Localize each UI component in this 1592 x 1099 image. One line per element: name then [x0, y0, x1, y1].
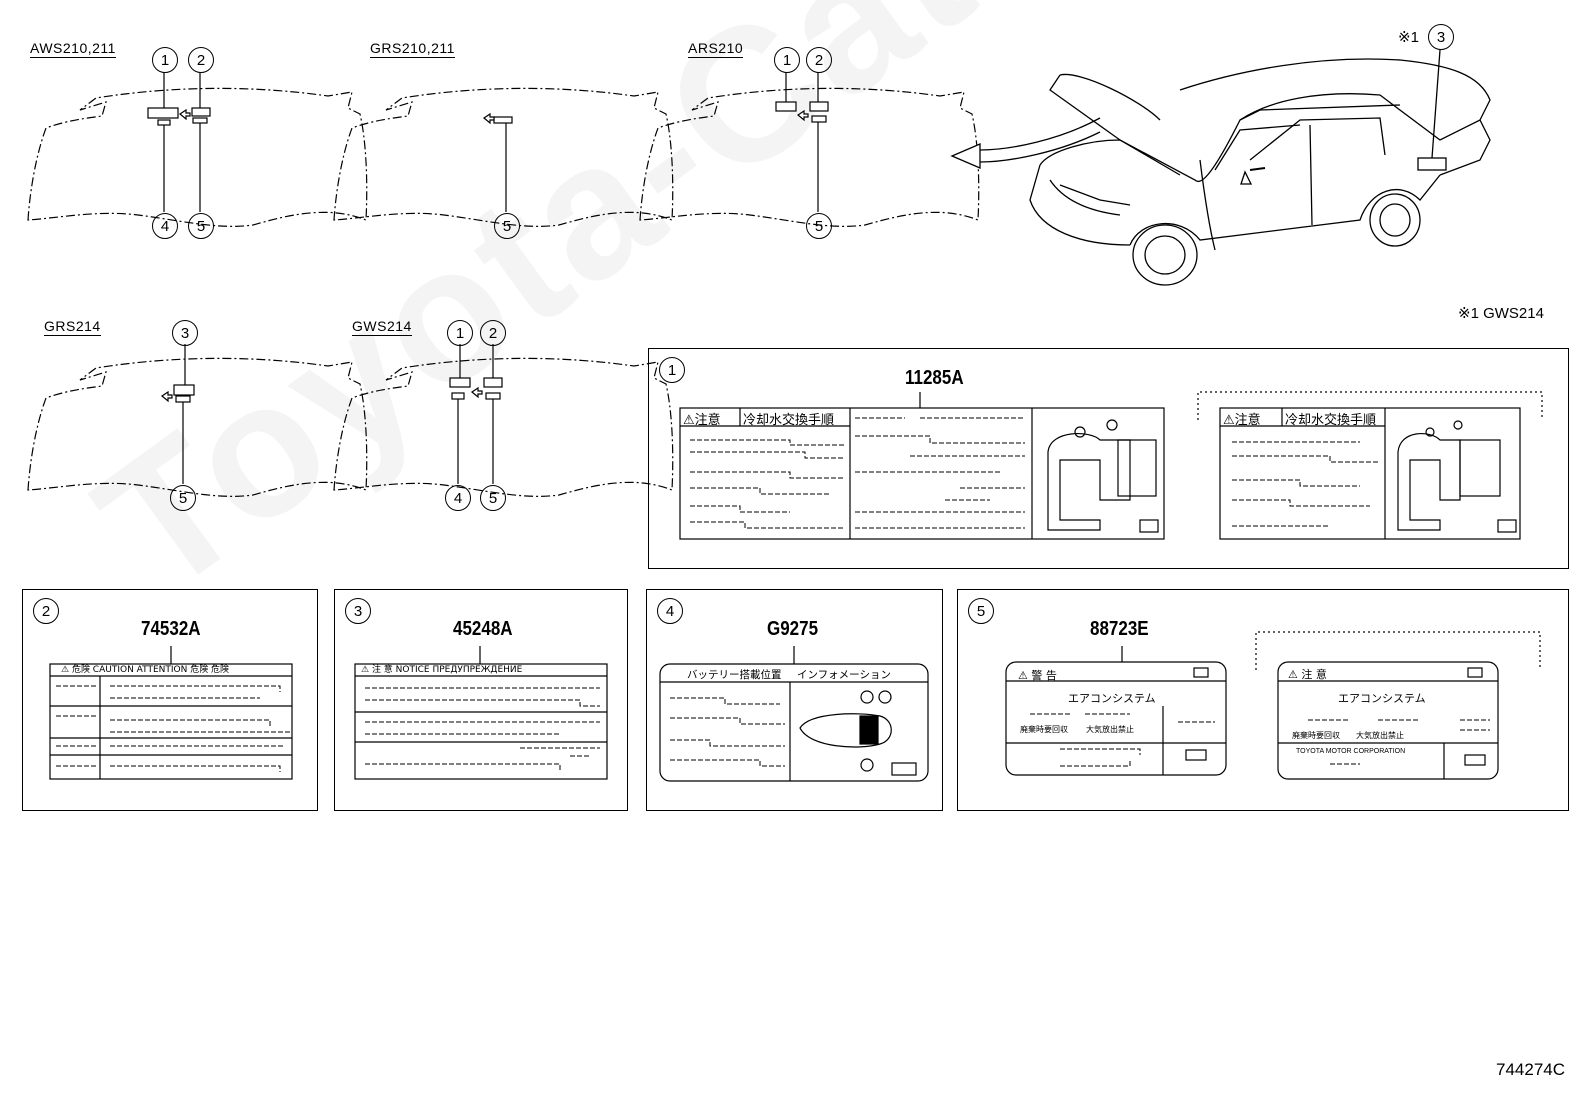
callout-5: 5: [806, 213, 832, 239]
callout-2: 2: [188, 47, 214, 73]
panel-label-1: 1 11285A ⚠注意 冷却水交換手順 ⚠注意 冷却水交換手順: [648, 348, 1569, 569]
aircon-system-text: エアコンシステム: [1068, 692, 1156, 705]
aws210-labels: [147, 72, 211, 212]
callout-1: 1: [447, 320, 473, 346]
recover-text: 廃棄時要回収: [1020, 725, 1068, 734]
callout-5: 5: [170, 485, 196, 511]
model-label-grs214: GRS214: [44, 318, 101, 336]
aircon-system-text-small: エアコンシステム: [1338, 692, 1426, 705]
car-illustration: [1029, 49, 1491, 286]
ars210-labels: [775, 72, 829, 212]
information-text: インフォメーション: [797, 669, 891, 681]
caution-text: ⚠注意: [683, 413, 721, 428]
part-code: G9275: [767, 618, 819, 640]
panel-number: 4: [657, 598, 683, 624]
gws214-labels: [449, 344, 503, 484]
panel-number: 5: [968, 598, 994, 624]
callout-5: 5: [188, 213, 214, 239]
callout-1: 1: [774, 47, 800, 73]
caution-text: ⚠ 注 意: [1288, 668, 1327, 681]
callout-5: 5: [494, 213, 520, 239]
release-text: 大気放出禁止: [1086, 725, 1134, 734]
callout-5: 5: [480, 485, 506, 511]
callout-2: 2: [480, 320, 506, 346]
panel-label-3: 3 45248A ⚠ 注 意 NOTICE ПРЕДУПРЕЖДЕНИЕ: [334, 589, 628, 811]
callout-3: 3: [1428, 24, 1454, 50]
diagram-id: 744274C: [1496, 1060, 1566, 1079]
model-label-ars210: ARS210: [688, 40, 744, 58]
corp-text: TOYOTA MOTOR CORPORATION: [1296, 748, 1406, 755]
panel-label-4: 4 G9275 バッテリー搭載位置 インフォメーション: [646, 589, 943, 811]
label-title: 冷却水交換手順: [743, 413, 835, 428]
arrow-icon: [950, 117, 1101, 169]
label-header: ⚠ 注 意 NOTICE ПРЕДУПРЕЖДЕНИЕ: [361, 665, 523, 675]
panel-label-5: 5 88723E ⚠ 警 告 エアコンシステム 廃棄時要回収 大気放出禁止 ⚠ …: [957, 589, 1569, 811]
callout-1: 1: [152, 47, 178, 73]
recover-text-small: 廃棄時要回収: [1292, 731, 1340, 740]
label-88723E-small: [1255, 631, 1541, 780]
label-11285A-large: [679, 407, 1165, 540]
battery-position-text: バッテリー搭載位置: [687, 669, 782, 681]
panel-number: 1: [659, 357, 685, 383]
label-88723E-large: [1005, 661, 1227, 776]
label-11285A-small: [1197, 391, 1543, 540]
panel-number: 3: [345, 598, 371, 624]
caution-text-small: ⚠注意: [1223, 413, 1261, 428]
note-mark: ※1: [1398, 29, 1419, 46]
label-title-small: 冷却水交換手順: [1285, 413, 1377, 428]
callout-4: 4: [445, 485, 471, 511]
grs214-labels: [160, 344, 195, 484]
release-text-small: 大気放出禁止: [1356, 731, 1404, 740]
warning-text: ⚠ 警 告: [1018, 669, 1057, 682]
note-text: ※1 GWS214: [1458, 305, 1544, 322]
label-45248A: [354, 663, 608, 780]
model-label-aws210: AWS210,211: [30, 40, 116, 58]
grs210-labels: [482, 112, 513, 212]
panel-number: 2: [33, 598, 59, 624]
part-code: 74532A: [141, 618, 201, 640]
part-code: 88723E: [1090, 618, 1149, 640]
callout-4: 4: [152, 213, 178, 239]
model-label-grs210: GRS210,211: [370, 40, 455, 58]
label-header: ⚠ 危険 CAUTION ATTENTION 危険 危険: [61, 665, 230, 675]
model-label-gws214: GWS214: [352, 318, 412, 336]
part-code: 11285A: [905, 367, 964, 389]
callout-3: 3: [172, 320, 198, 346]
panel-label-2: 2 74532A ⚠ 危険 CAUTION ATTENTION 危険 危険: [22, 589, 318, 811]
callout-2: 2: [806, 47, 832, 73]
part-code: 45248A: [453, 618, 513, 640]
